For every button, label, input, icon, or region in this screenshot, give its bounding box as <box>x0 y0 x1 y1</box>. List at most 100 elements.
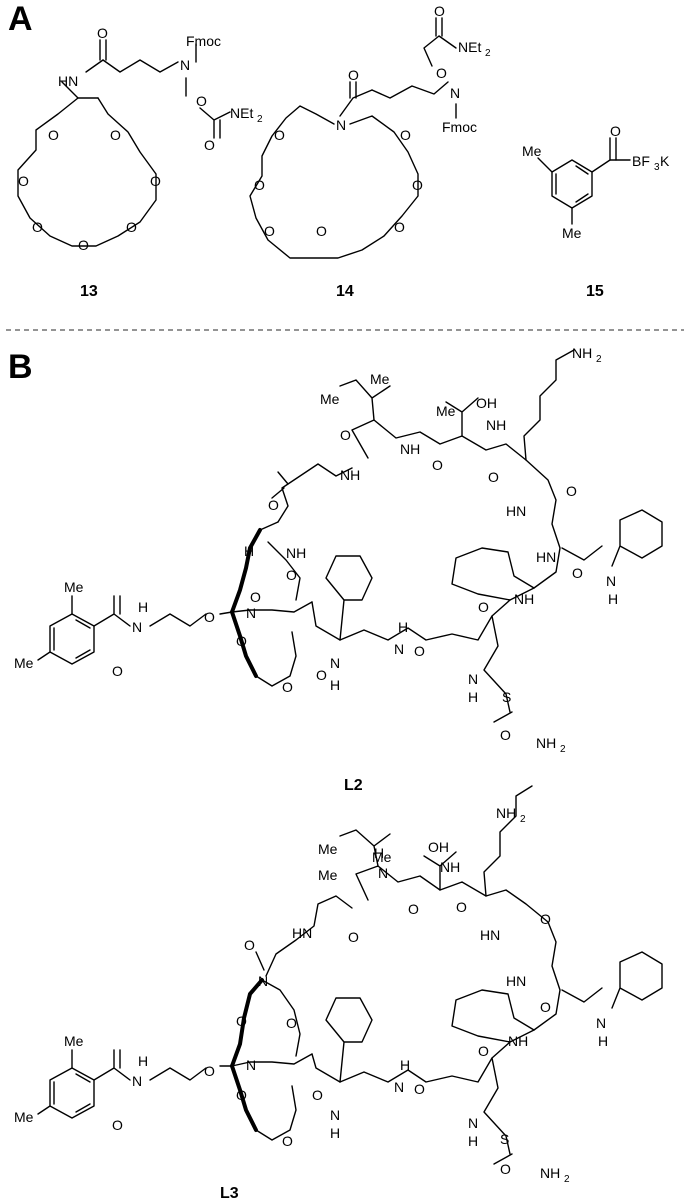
l2-s: S <box>502 689 511 705</box>
panel-a: A O HN N Fmoc O O NEt 2 O O O O <box>8 0 670 300</box>
l3-h3: H <box>468 1133 478 1149</box>
c13-o2: O <box>204 137 215 153</box>
l3-o8: O <box>312 1087 323 1103</box>
l2-o9: O <box>500 727 511 743</box>
c13-ring-o1: O <box>48 127 59 143</box>
l2-n3: N <box>394 641 404 657</box>
l3-n2: N <box>378 865 388 881</box>
c15-me2: Me <box>562 225 582 241</box>
c14-ring-o7: O <box>394 219 405 235</box>
compound-13: O HN N Fmoc O O NEt 2 O O O O O O O 13 <box>17 25 263 300</box>
l2-me3: Me <box>320 391 340 407</box>
l3-h1: H <box>138 1053 148 1069</box>
c13-o: O <box>196 93 207 109</box>
l2-nh1: NH <box>340 467 360 483</box>
l3-amide-o: O <box>112 1117 123 1133</box>
c13-ring-o4: O <box>150 173 161 189</box>
l2-oh: OH <box>476 395 497 411</box>
l2-linker-nh: NH <box>286 545 306 561</box>
l3-nh2-amide-sub: 2 <box>564 1174 570 1185</box>
l2-n2: N <box>468 671 478 687</box>
c14-ring-o5: O <box>264 223 275 239</box>
c15-bf: BF <box>632 153 650 169</box>
c15-k: K <box>660 153 670 169</box>
c13-ring-o5: O <box>32 219 43 235</box>
c14-n: N <box>450 85 460 101</box>
c13-n: N <box>180 57 190 73</box>
l2-h4: H <box>330 677 340 693</box>
l3-me4: Me <box>318 867 338 883</box>
l3-h5: H <box>330 1125 340 1141</box>
l3-n3: N <box>468 1115 478 1131</box>
c14-o: O <box>436 65 447 81</box>
l2-ether-o: O <box>204 609 215 625</box>
l2-hn2: HN <box>536 549 556 565</box>
panel-letter-b: B <box>8 348 33 386</box>
l2-nh2-lys-sub: 2 <box>596 354 602 365</box>
l2-nh2-lys: NH <box>572 345 592 361</box>
l3-cryptand-n: N <box>246 1057 256 1073</box>
compound-label-l3: L3 <box>220 1185 239 1202</box>
compound-l3: Me Me O H N O N N O O O O O HN O Me Me H… <box>14 785 663 1202</box>
l3-s: S <box>500 1131 509 1147</box>
l3-linker-o: O <box>244 937 255 953</box>
l2-amide-o: O <box>112 663 123 679</box>
l2-o6: O <box>478 599 489 615</box>
c13-ring-o2: O <box>110 127 121 143</box>
l3-o7: O <box>414 1081 425 1097</box>
c14-ring-o2: O <box>400 127 411 143</box>
l3-ether-o: O <box>204 1063 215 1079</box>
l3-o9: O <box>500 1161 511 1177</box>
l3-cryptand-n2: N <box>258 973 268 989</box>
l2-h1: H <box>138 599 148 615</box>
l3-me3: Me <box>318 841 338 857</box>
l3-me5: Me <box>372 849 392 865</box>
l3-h2: H <box>374 845 384 861</box>
c14-net-sub: 2 <box>485 48 491 59</box>
l3-cryp-o3: O <box>236 1087 247 1103</box>
compound-14: O NEt 2 O N Fmoc O N O O O O O O O 14 <box>249 3 491 300</box>
c13-net-sub: 2 <box>257 114 263 125</box>
l3-n1: N <box>132 1073 142 1089</box>
c14-ring-n: N <box>336 117 346 133</box>
l3-o3: O <box>456 899 467 915</box>
l2-indole-n: N <box>606 573 616 589</box>
l2-cryp-o3: O <box>286 567 297 583</box>
compound-l2: Me Me O H N O N H O O O O O NH NH O Me M… <box>14 345 663 794</box>
l3-me1: Me <box>64 1033 84 1049</box>
l2-n1: N <box>132 619 142 635</box>
c14-ring-o6: O <box>316 223 327 239</box>
c14-fmoc: Fmoc <box>442 119 477 135</box>
c14-ring-o3: O <box>254 177 265 193</box>
l3-me2: Me <box>14 1109 34 1125</box>
l2-me1: Me <box>64 579 84 595</box>
l2-cryp-o2: O <box>250 589 261 605</box>
l2-hn1: HN <box>506 503 526 519</box>
compound-label-l2: L2 <box>344 777 363 794</box>
l3-hn2: HN <box>480 927 500 943</box>
c15-bf-sub: 3 <box>654 162 660 173</box>
c13-fmoc: Fmoc <box>186 33 221 49</box>
l3-cryp-o2: O <box>286 1015 297 1031</box>
l3-cryp-o1: O <box>236 1013 247 1029</box>
l2-o3: O <box>488 469 499 485</box>
c13-net: NEt <box>230 105 253 121</box>
compound-14-bonds <box>249 17 457 259</box>
c13-ring-o3: O <box>18 173 29 189</box>
c13-ring-o7: O <box>126 219 137 235</box>
c14-net: NEt <box>458 39 481 55</box>
compound-13-bonds <box>17 39 231 247</box>
compound-15-bonds <box>537 137 631 225</box>
l2-nh2-amide: NH <box>536 735 556 751</box>
l2-linker-o: O <box>268 497 279 513</box>
l3-nh1: NH <box>440 859 460 875</box>
l3-o2: O <box>408 901 419 917</box>
l2-cryp-o4: O <box>236 633 247 649</box>
compound-label-14: 14 <box>336 283 354 300</box>
l3-h4: H <box>400 1057 410 1073</box>
l3-nh2-lys: NH <box>496 805 516 821</box>
l3-nh2-amide: NH <box>540 1165 560 1181</box>
l3-indole-n: N <box>596 1015 606 1031</box>
c14-amide-o: O <box>348 67 359 83</box>
